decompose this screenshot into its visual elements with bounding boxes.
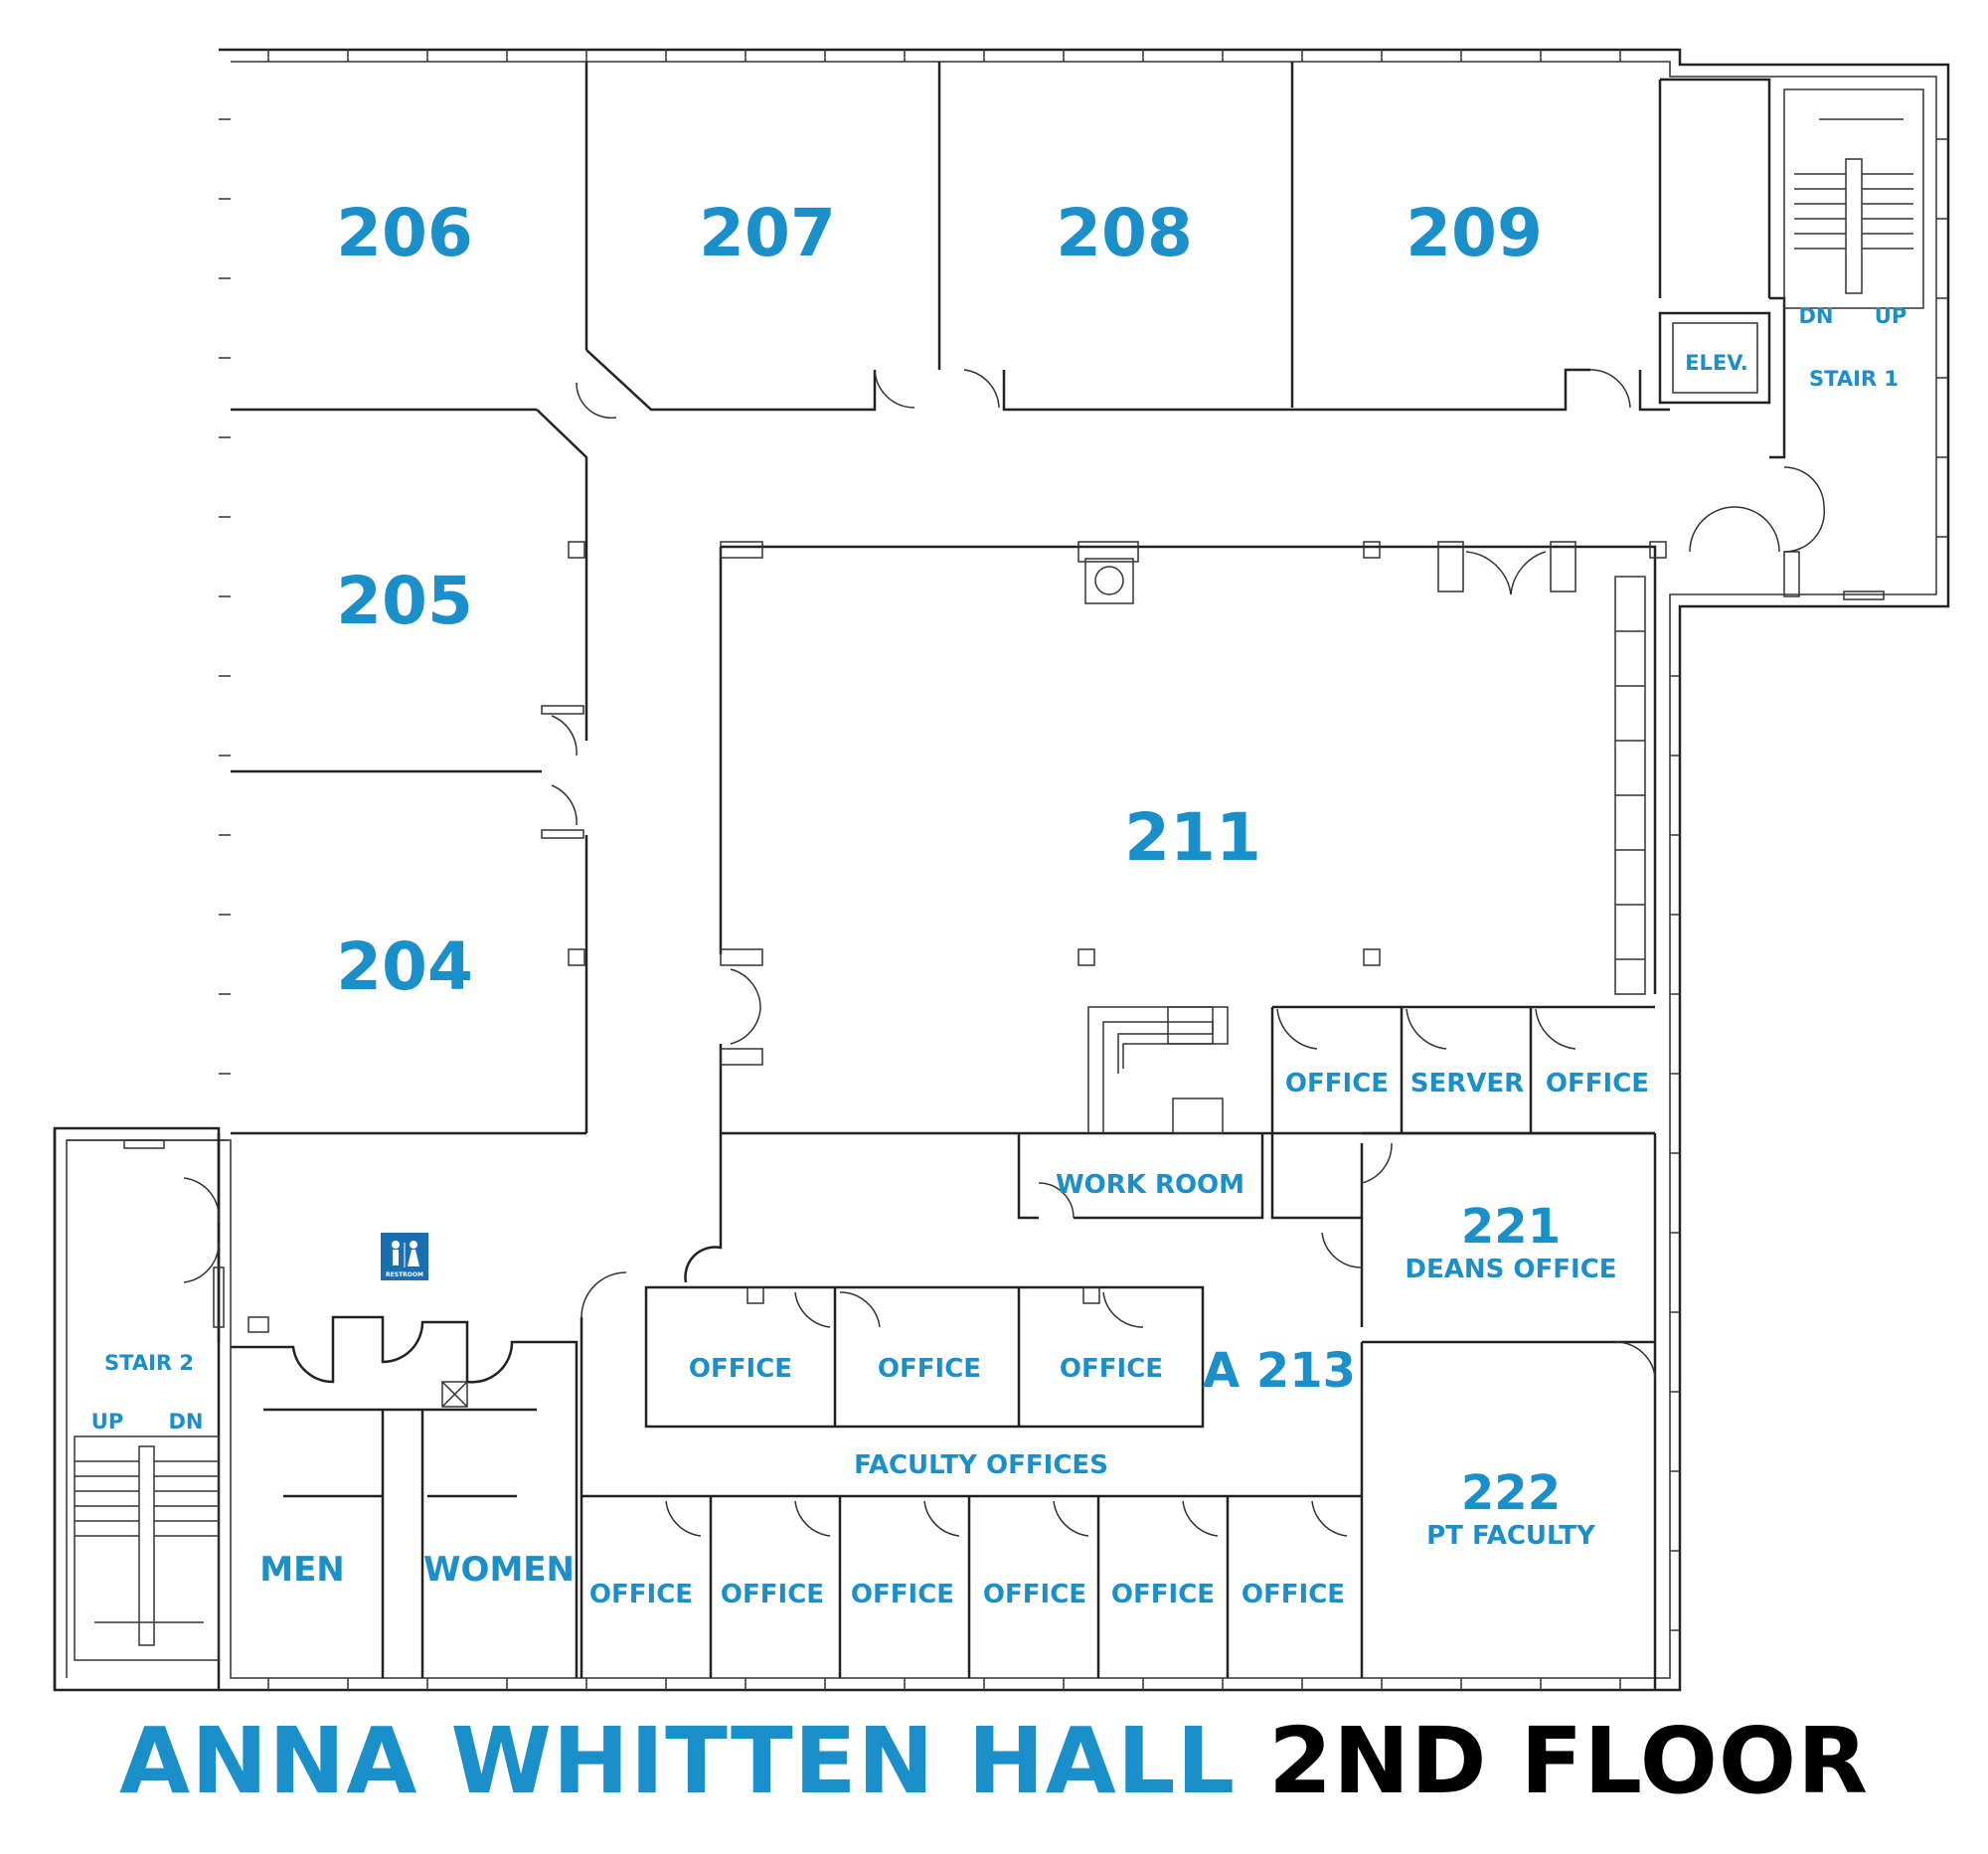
office-9-label: OFFICE: [983, 1580, 1086, 1609]
room-222-sub-label: PT FACULTY: [1426, 1521, 1596, 1551]
office-1-label: OFFICE: [1285, 1069, 1389, 1098]
left-classrooms: [231, 409, 588, 1135]
room-206-label: 206: [336, 195, 473, 271]
faculty-offices-block: [580, 1133, 1362, 1678]
exterior-walls: [53, 48, 1950, 1692]
restrooms: [231, 1315, 579, 1678]
office-3-label: OFFICE: [689, 1354, 792, 1384]
room-207-label: 207: [699, 195, 836, 271]
floor-name: 2ND FLOOR: [1268, 1708, 1869, 1814]
men-label: MEN: [259, 1550, 345, 1590]
office-2-label: OFFICE: [1546, 1069, 1649, 1098]
building-name: ANNA WHITTEN HALL: [119, 1708, 1237, 1814]
stair-2: [74, 1133, 225, 1661]
top-classrooms: [231, 62, 1670, 420]
room-221-label: 221: [1461, 1199, 1561, 1255]
office-6-label: OFFICE: [589, 1580, 693, 1609]
stair-1-dn-label: DN: [1798, 304, 1833, 328]
office-11-label: OFFICE: [1242, 1580, 1345, 1609]
floor-plan-title: ANNA WHITTEN HALL 2ND FLOOR: [0, 1708, 1988, 1814]
women-label: WOMEN: [423, 1550, 575, 1590]
room-204-label: 204: [336, 928, 473, 1005]
stair-1-up-label: UP: [1875, 304, 1906, 328]
room-205-label: 205: [336, 563, 473, 639]
server-label: SERVER: [1410, 1069, 1524, 1098]
restroom-icon: RESTROOM: [381, 1233, 428, 1280]
room-labels: 206 207 208 209 205 204 211 ELEV. STAIR …: [91, 195, 1906, 1609]
stair-2-label: STAIR 2: [104, 1351, 194, 1375]
elevator-label: ELEV.: [1685, 351, 1748, 375]
work-room-and-deans: [1017, 1131, 1657, 1690]
restroom-sign-label: RESTROOM: [386, 1271, 423, 1278]
office-7-label: OFFICE: [721, 1580, 824, 1609]
office-5-label: OFFICE: [1060, 1354, 1163, 1384]
office-10-label: OFFICE: [1111, 1580, 1215, 1609]
faculty-offices-label: FACULTY OFFICES: [854, 1450, 1108, 1480]
stair-1-and-elevator: [1658, 78, 1924, 600]
stair-1-label: STAIR 1: [1809, 367, 1899, 391]
room-222-label: 222: [1461, 1465, 1561, 1521]
office-server-row: [1270, 1005, 1655, 1133]
stair-2-up-label: UP: [91, 1410, 123, 1433]
office-8-label: OFFICE: [851, 1580, 954, 1609]
stair-2-dn-label: DN: [168, 1410, 203, 1433]
room-a213-label: A 213: [1203, 1343, 1356, 1399]
room-221-sub-label: DEANS OFFICE: [1405, 1255, 1616, 1284]
work-room-label: WORK ROOM: [1056, 1170, 1244, 1200]
room-208-label: 208: [1056, 195, 1193, 271]
room-211-label: 211: [1124, 799, 1261, 876]
room-209-label: 209: [1406, 195, 1543, 271]
office-4-label: OFFICE: [878, 1354, 981, 1384]
